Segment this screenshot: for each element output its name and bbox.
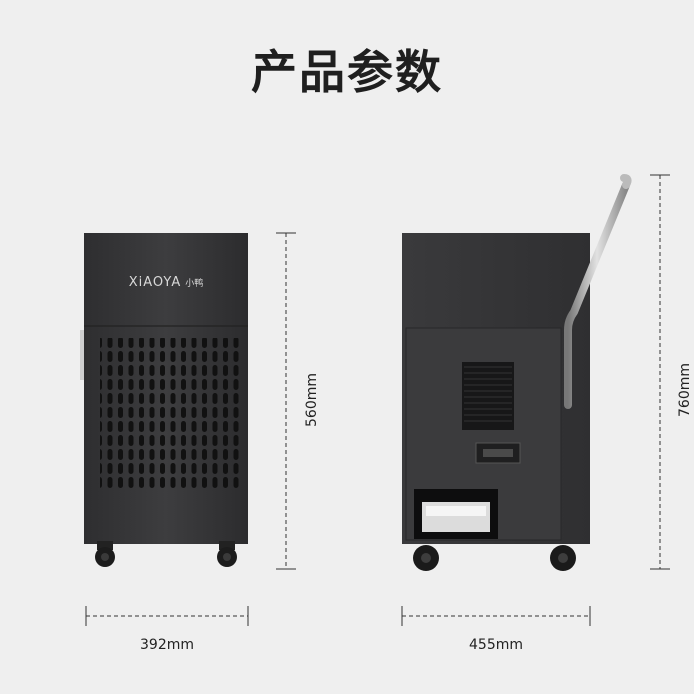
side-top-panel (402, 233, 590, 326)
side-view-unit (402, 174, 632, 571)
front-vent-grille (100, 338, 240, 488)
front-top-panel (84, 233, 248, 326)
side-vent (462, 362, 514, 430)
brand-name-cn: 小鸭 (185, 279, 204, 289)
telescopic-handle (564, 181, 630, 409)
front-view-unit (80, 233, 248, 567)
dimension-lines (85, 174, 670, 626)
page-title: 产品参数 (251, 45, 443, 99)
side-width-label: 455mm (469, 637, 523, 653)
front-width-label: 392mm (140, 637, 194, 653)
front-height-label: 560mm (304, 373, 320, 427)
brand-name: XiAOYA (128, 275, 182, 290)
side-height-label: 760mm (677, 363, 693, 417)
